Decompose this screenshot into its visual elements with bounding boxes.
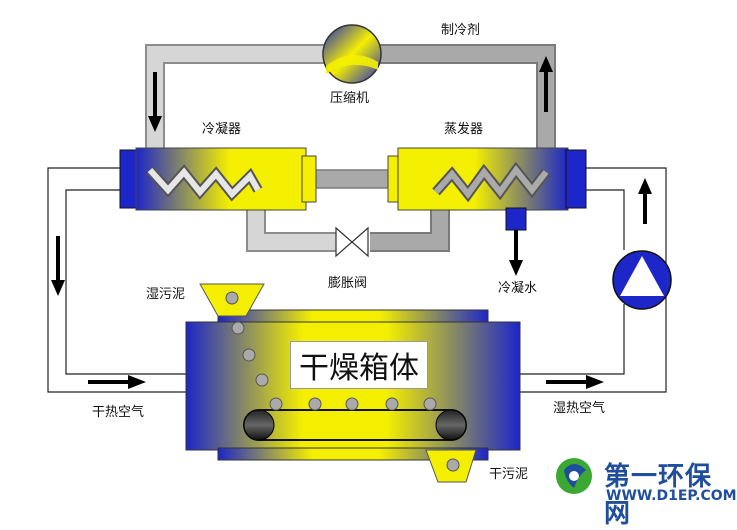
conveyor-belt xyxy=(243,409,467,441)
condenser xyxy=(119,147,317,211)
fan-symbol xyxy=(612,250,672,310)
label-expansion-valve: 膨胀阀 xyxy=(328,276,368,291)
logo[interactable]: 第一环保网 WWW.D1EP.COM xyxy=(548,450,737,529)
logo-url: WWW.D1EP.COM xyxy=(606,488,737,504)
label-compressor: 压缩机 xyxy=(330,91,370,106)
expansion-valve-symbol xyxy=(335,226,369,258)
compressor-symbol xyxy=(322,24,382,84)
label-evaporator: 蒸发器 xyxy=(444,122,484,137)
label-wet-hot-air: 湿热空气 xyxy=(553,401,606,416)
arrow-down-air xyxy=(51,236,65,296)
arrow-up-right-pipe xyxy=(539,56,553,112)
arrow-down-condensate xyxy=(509,230,523,276)
wet-sludge-hopper xyxy=(199,283,265,317)
sludge-particles xyxy=(231,321,437,411)
arrow-right-wet-air xyxy=(546,375,604,389)
evaporator xyxy=(387,147,587,231)
arrow-right-dry-air xyxy=(88,375,146,389)
logo-name: 第一环保网 xyxy=(604,462,713,529)
arrow-down-left-pipe xyxy=(148,72,162,132)
label-condenser: 冷凝器 xyxy=(202,122,242,137)
arrow-up-fan xyxy=(638,178,652,224)
label-dry-sludge: 干污泥 xyxy=(489,467,529,482)
label-refrigerant: 制冷剂 xyxy=(441,23,481,38)
drying-box-title-text: 干燥箱体 xyxy=(299,351,419,386)
drying-box-title: 干燥箱体 xyxy=(290,341,428,389)
label-dry-hot-air: 干热空气 xyxy=(92,405,145,420)
dry-sludge-outlet xyxy=(425,449,477,483)
label-wet-sludge: 湿污泥 xyxy=(146,287,186,302)
label-condensate-water: 冷凝水 xyxy=(498,281,538,296)
refrigerant-loop xyxy=(145,44,556,252)
flow-arrows xyxy=(51,56,652,389)
heat-pump-dryer-diagram xyxy=(47,24,672,494)
logo-mark-icon xyxy=(556,458,592,494)
